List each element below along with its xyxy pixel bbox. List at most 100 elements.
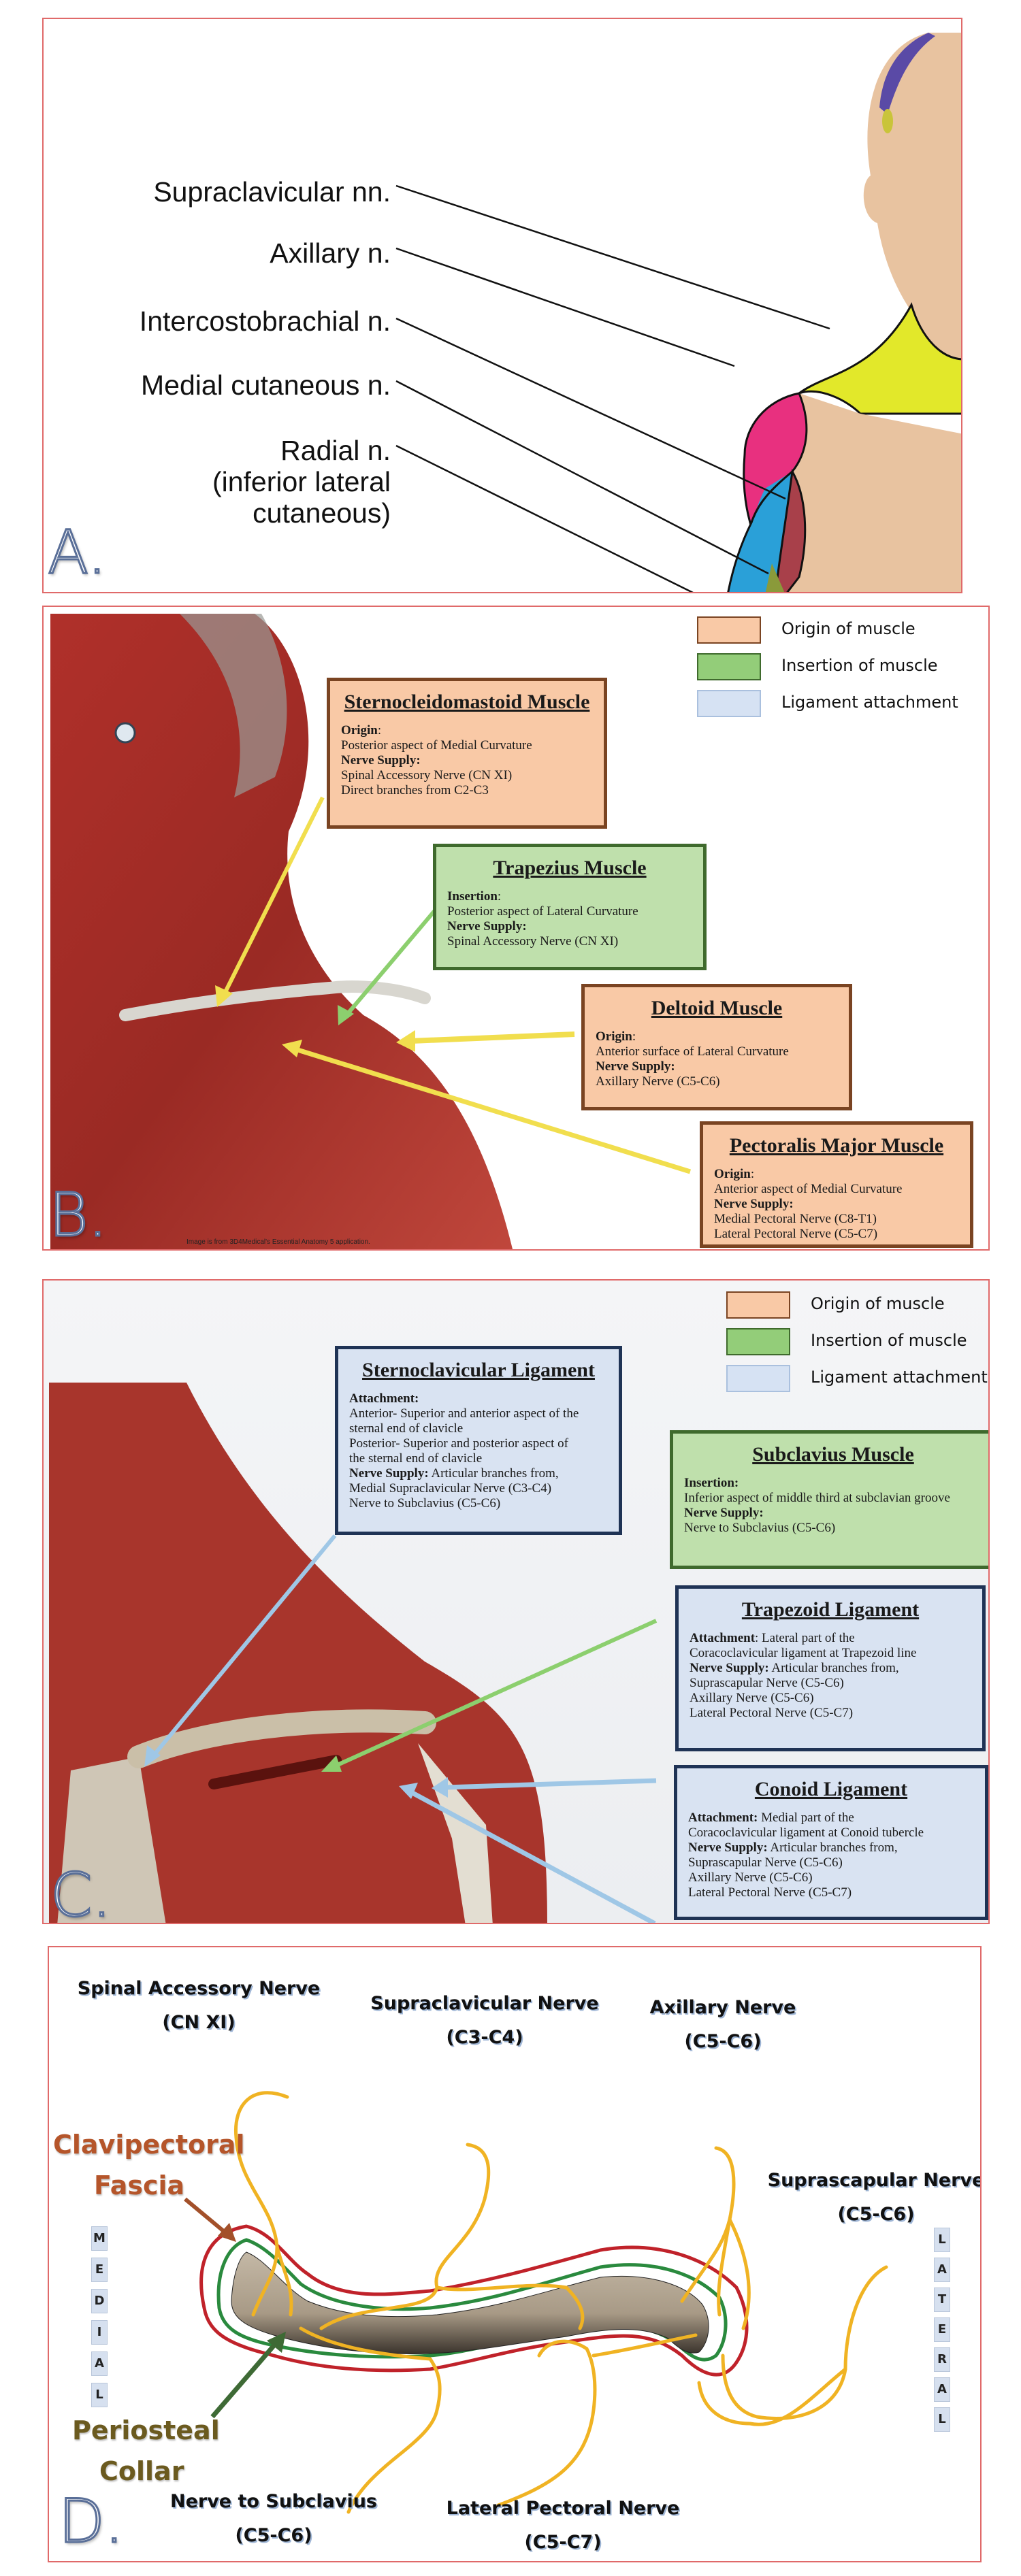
box-sternocleidomastoid: Sternocleidomastoid Muscle Origin: Poste… (327, 678, 607, 829)
label-medial-cutaneous-n: Medial cutaneous n. (141, 369, 391, 401)
box-title: Subclavius Muscle (752, 1443, 914, 1466)
lateral-letter: L (934, 2228, 950, 2252)
box-line: Nerve Supply: (447, 919, 527, 934)
label-radial-n-line2: (inferior lateral (212, 466, 391, 497)
medial-letter: D (91, 2289, 108, 2313)
panel-c-ligament-attachments: Origin of muscle Insertion of muscle Lig… (42, 1279, 990, 1924)
arrow-sternoclavicular (144, 1534, 337, 1767)
arrow-deltoid (396, 1030, 575, 1052)
lateral-letter: L (934, 2407, 950, 2432)
nerve-suprascapular-branch (697, 2367, 847, 2426)
label-radial-n-line3: cutaneous) (253, 497, 391, 529)
box-line: Nerve Supply: (714, 1197, 794, 1211)
box-line: Insertion: (447, 889, 502, 904)
eye (114, 722, 136, 744)
box-line: Lateral Pectoral Nerve (C5-C7) (688, 1885, 852, 1900)
box-line: the sternal end of clavicle (349, 1451, 483, 1466)
box-conoid-ligament: Conoid Ligament Attachment: Medial part … (674, 1765, 988, 1920)
box-line: Anterior surface of Lateral Curvature (596, 1044, 789, 1059)
label-suprascapular-nerve: Suprascapular Nerve(C5-C6) (767, 2170, 982, 2225)
box-title: Trapezius Muscle (493, 857, 647, 879)
insertion-swatch (697, 653, 761, 680)
insertion-swatch (726, 1328, 790, 1355)
medial-letter: E (91, 2258, 108, 2282)
origin-swatch (697, 616, 761, 644)
box-sternoclavicular-ligament: Sternoclavicular Ligament Attachment: An… (335, 1346, 622, 1535)
label-axillary-n: Axillary n. (270, 237, 391, 269)
nerve-lateral-pectoral-branch (591, 2333, 698, 2358)
medial-letter: M (91, 2226, 108, 2251)
medial-letter: I (91, 2320, 108, 2345)
box-trapezoid-ligament: Trapezoid Ligament Attachment: Lateral p… (675, 1585, 986, 1751)
clavicle-bone (127, 1709, 436, 1768)
box-line: Attachment: Medial part of the (688, 1811, 854, 1825)
clavipectoral-fascia-outline (199, 2224, 749, 2377)
legend-label-origin: Origin of muscle (811, 1294, 945, 1313)
panel-d-illustration (184, 2091, 888, 2514)
ligament-swatch (726, 1365, 790, 1392)
lateral-letter: E (934, 2317, 950, 2342)
box-line: Coracoclavicular ligament at Conoid tube… (688, 1826, 924, 1840)
box-line: Attachment: (349, 1391, 419, 1406)
arrow-trapezius (338, 905, 440, 1025)
medial-letter: A (91, 2351, 108, 2376)
lateral-letter: R (934, 2347, 950, 2372)
box-line: Nerve to Subclavius (C5-C6) (684, 1521, 836, 1535)
medial-letter: L (91, 2383, 108, 2407)
clavicle-bone (231, 2251, 709, 2355)
box-line: Posterior aspect of Medial Curvature (341, 738, 532, 753)
label-supraclavicular-nn: Supraclavicular nn. (153, 176, 391, 208)
legend-label-ligament: Ligament attachment (781, 693, 958, 712)
box-line: Origin: (341, 723, 382, 738)
box-subclavius-muscle: Subclavius Muscle Insertion: Inferior as… (670, 1430, 988, 1569)
panel-d-clavicle-innervation: Spinal Accessory Nerve(CN XI) Supraclavi… (48, 1946, 982, 2562)
label-intercostobrachial-n: Intercostobrachial n. (139, 306, 391, 337)
panel-letter-b: B. (48, 1180, 109, 1250)
leader-radial (395, 444, 694, 592)
nerve-supraclavicular-branch (435, 2283, 585, 2330)
box-line: Spinal Accessory Nerve (CN XI) (447, 934, 619, 948)
nerve-axillary-branch2 (717, 2217, 732, 2317)
collar-arrow (210, 2332, 286, 2419)
legend-label-insertion: Insertion of muscle (781, 656, 938, 675)
box-title: Pectoralis Major Muscle (729, 1134, 944, 1157)
legend-label-ligament: Ligament attachment (811, 1368, 988, 1387)
arrow-pectoralis (282, 1040, 692, 1174)
chest-skin (765, 393, 961, 592)
skull-grey (180, 614, 287, 797)
arrow-conoid (399, 1783, 656, 1923)
label-supraclavicular-nerve: Supraclavicular Nerve(C3-C4) (370, 1993, 599, 2048)
subclavius-muscle (208, 1755, 342, 1789)
fascia-arrow (184, 2197, 236, 2242)
label-nerve-to-subclavius: Nerve to Subclavius(C5-C6) (169, 2491, 377, 2546)
arrow-trapezoid (432, 1777, 657, 1798)
panel-letter-c: C. (49, 1860, 112, 1924)
box-line: Medial Pectoral Nerve (C8-T1) (714, 1212, 877, 1226)
panel-c-illustration (49, 1383, 658, 1923)
ligament-swatch (697, 690, 761, 717)
legend-label-insertion: Insertion of muscle (811, 1331, 967, 1350)
box-title: Conoid Ligament (754, 1778, 908, 1800)
scalp-region (879, 33, 935, 114)
box-line: Spinal Accessory Nerve (CN XI) (341, 768, 513, 782)
box-pectoralis-major: Pectoralis Major Muscle Origin: Anterior… (700, 1121, 973, 1248)
lateral-letter: T (934, 2288, 950, 2312)
image-credit: Image is from 3D4Medical's Essential Ana… (187, 1238, 370, 1246)
box-line: sternal end of clavicle (349, 1421, 464, 1436)
box-line: Origin: (714, 1167, 755, 1181)
panel-b-illustration (50, 614, 692, 1249)
muscle-body (50, 614, 513, 1249)
nerve-suprascapular (721, 2265, 888, 2420)
panel-a-illustration (395, 33, 961, 592)
box-trapezius: Trapezius Muscle Insertion: Posterior as… (433, 844, 707, 970)
panel-letter-a: A. (47, 517, 108, 587)
box-line: Coracoclavicular ligament at Trapezoid l… (690, 1646, 917, 1660)
box-line: Nerve Supply: (596, 1059, 675, 1074)
sternum-bone (57, 1757, 166, 1923)
box-line: Suprascapular Nerve (C5-C6) (690, 1676, 844, 1690)
box-line: Axillary Nerve (C5-C6) (688, 1870, 813, 1885)
box-line: Attachment: Lateral part of the (690, 1631, 855, 1645)
box-line: Posterior aspect of Lateral Curvature (447, 904, 638, 919)
